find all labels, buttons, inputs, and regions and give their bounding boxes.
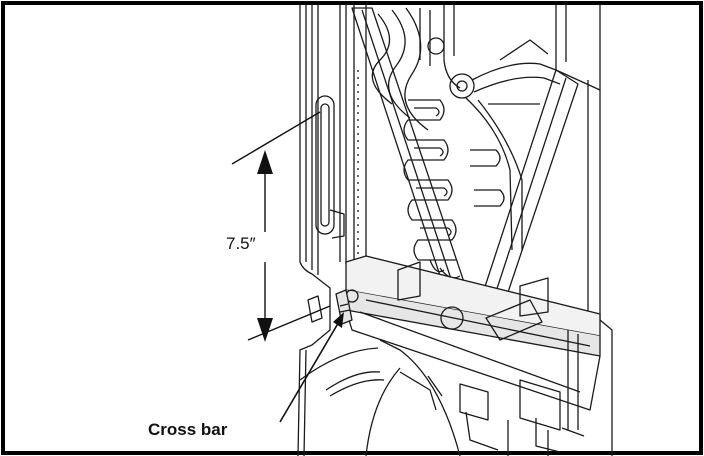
cross-bar-assembly — [345, 255, 601, 437]
cross-bar-bolt-right — [440, 306, 464, 330]
dimension-indicator — [231, 111, 331, 342]
cross-bar-leader — [279, 312, 344, 423]
cabinet-side-panel — [297, 4, 331, 456]
interior-wall — [339, 4, 367, 270]
handle-slot — [315, 95, 345, 239]
coil-tubing — [371, 4, 561, 279]
top-housing — [555, 4, 613, 456]
cross-bar-label: Cross bar — [148, 420, 228, 439]
dimension-label: 7.5″ — [226, 234, 256, 253]
